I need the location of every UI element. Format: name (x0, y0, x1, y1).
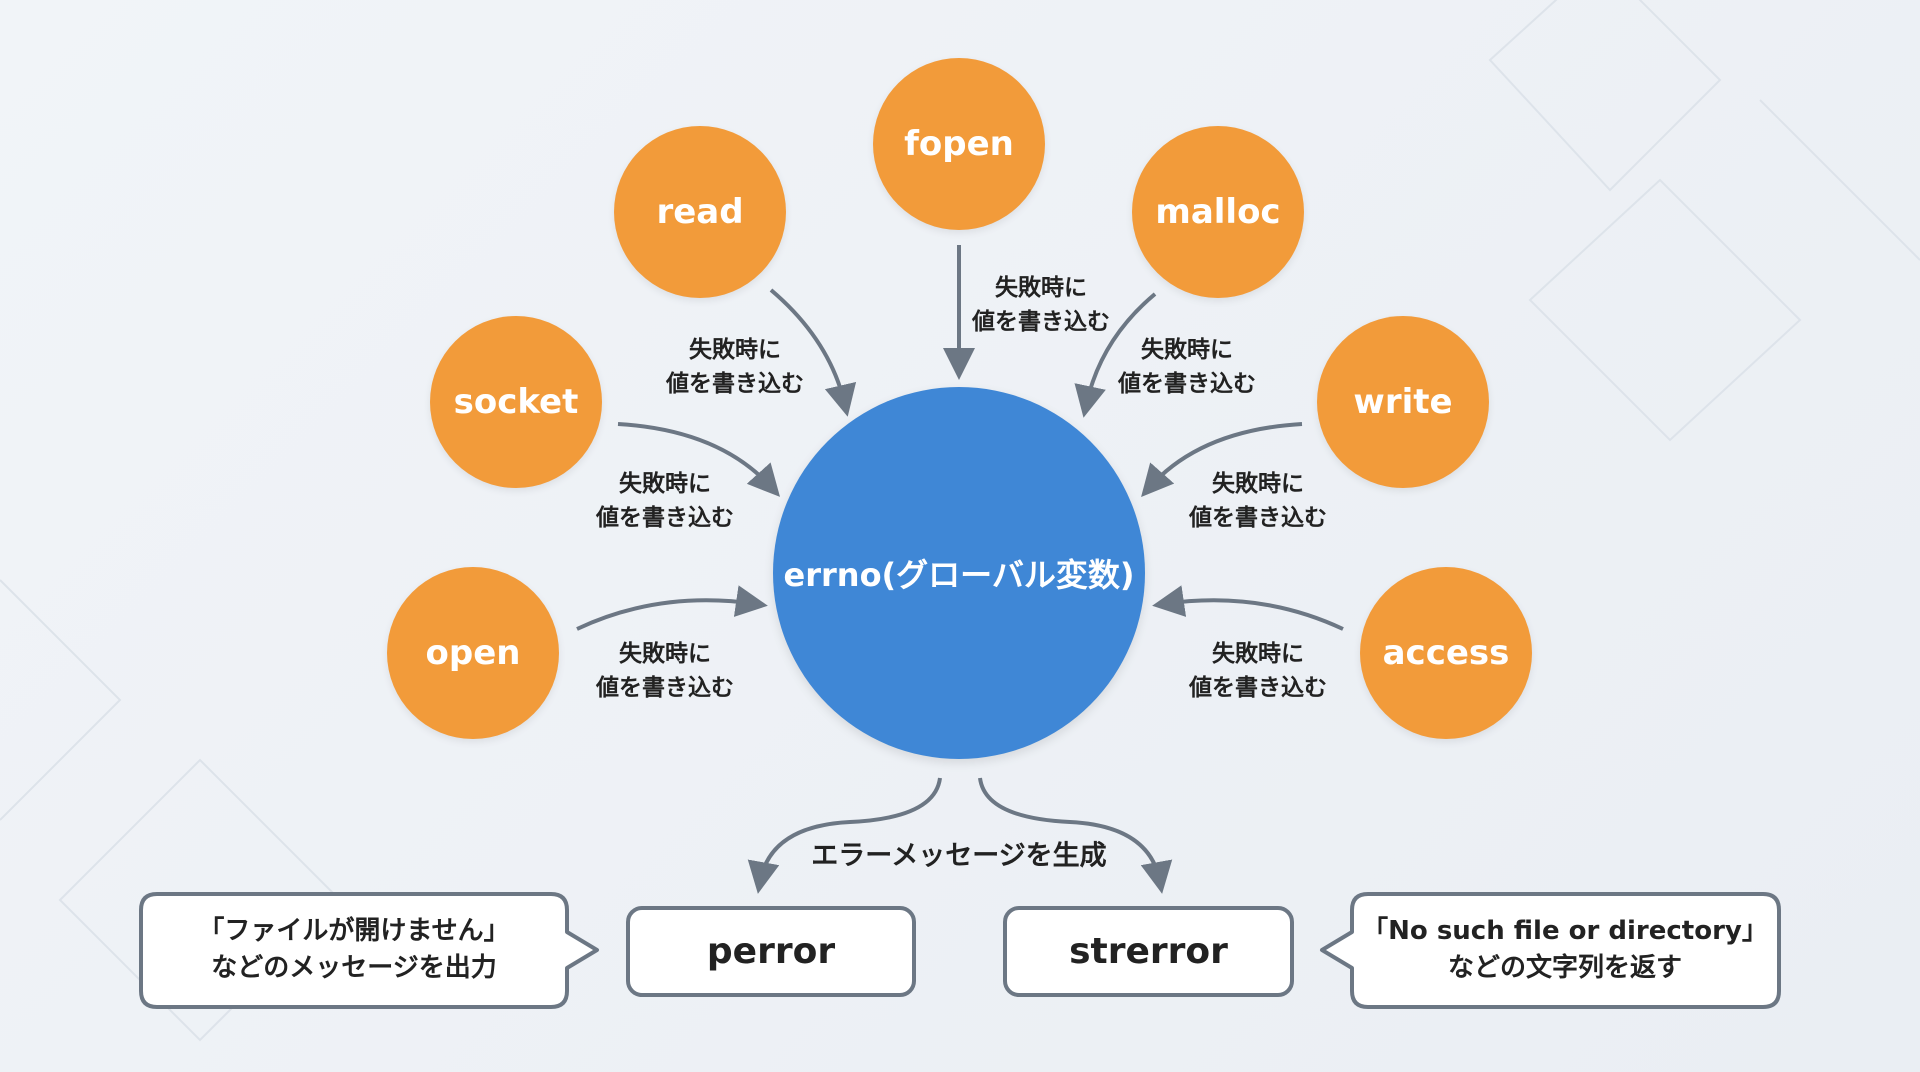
strerror-callout-shape (1320, 892, 1781, 1009)
open-label: open (425, 633, 521, 673)
strerror-callout-text: 「No such file or directory」などの文字列を返す (1362, 916, 1768, 983)
perror-label: perror (706, 931, 836, 972)
malloc-label: malloc (1155, 192, 1281, 232)
fopen-arrow-note: 失敗時に値を書き込む (972, 275, 1110, 335)
open-node: open (387, 567, 559, 739)
arrow-malloc (1074, 292, 1157, 418)
malloc-arrow-note: 失敗時に値を書き込む (1118, 337, 1256, 397)
read-node: read (614, 126, 786, 298)
read-label: read (656, 192, 744, 232)
open-arrow-note: 失敗時に値を書き込む (596, 641, 734, 701)
malloc-node: malloc (1132, 126, 1304, 298)
strerror-box: strerror (1003, 906, 1294, 997)
errno-label: errno(グローバル変数) (783, 556, 1135, 594)
access-label: access (1382, 633, 1510, 673)
perror-callout-text: 「ファイルが開けません」などのメッセージを出力 (198, 916, 510, 983)
socket-label: socket (453, 382, 579, 422)
errno-node: errno(グローバル変数) (773, 387, 1145, 759)
arrow-open (576, 585, 768, 631)
write-node: write (1317, 316, 1489, 488)
read-arrow-note: 失敗時に値を書き込む (666, 337, 804, 397)
arrow-socket (617, 422, 781, 497)
fopen-label: fopen (904, 124, 1014, 164)
access-node: access (1360, 567, 1532, 739)
perror-callout-shape (139, 892, 599, 1009)
fopen-node: fopen (873, 58, 1045, 230)
access-arrow-note: 失敗時に値を書き込む (1189, 641, 1327, 701)
arrow-to-perror (747, 777, 942, 894)
socket-arrow-note: 失敗時に値を書き込む (596, 471, 734, 531)
write-label: write (1353, 382, 1453, 422)
arrow-to-strerror (978, 777, 1173, 894)
perror-box: perror (626, 906, 916, 997)
arrow-read (769, 288, 857, 417)
socket-node: socket (430, 316, 602, 488)
write-arrow-note: 失敗時に値を書き込む (1189, 471, 1327, 531)
arrow-write (1141, 422, 1303, 498)
strerror-label: strerror (1069, 931, 1228, 972)
arrow-access (1152, 585, 1344, 631)
generate-message-label: エラーメッセージを生成 (811, 840, 1107, 872)
